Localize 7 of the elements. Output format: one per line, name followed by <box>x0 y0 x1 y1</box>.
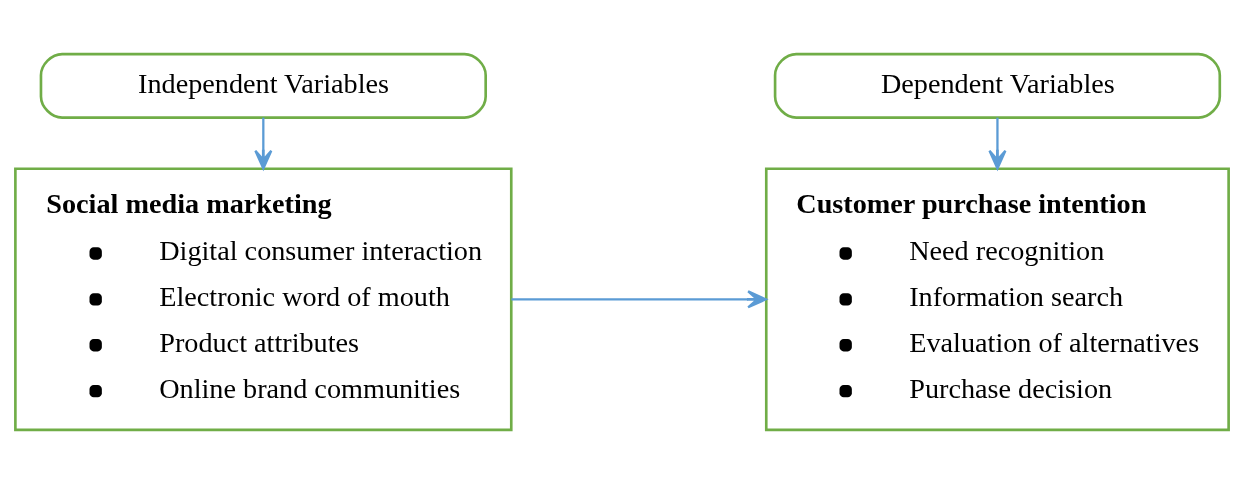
node-box: Social media marketing Digital consumer interaction Electronic word of mouth Product attributes Online brand communities <box>14 166 513 431</box>
node-box: Customer purchase intention Need recognition Information search Evaluation of alternatives Purchase decision <box>764 166 1230 431</box>
arrow <box>511 289 767 308</box>
node-box: Independent Variables <box>39 52 487 119</box>
arrow <box>254 117 273 170</box>
arrow <box>988 117 1007 170</box>
node-box: Dependent Variables <box>773 52 1222 119</box>
